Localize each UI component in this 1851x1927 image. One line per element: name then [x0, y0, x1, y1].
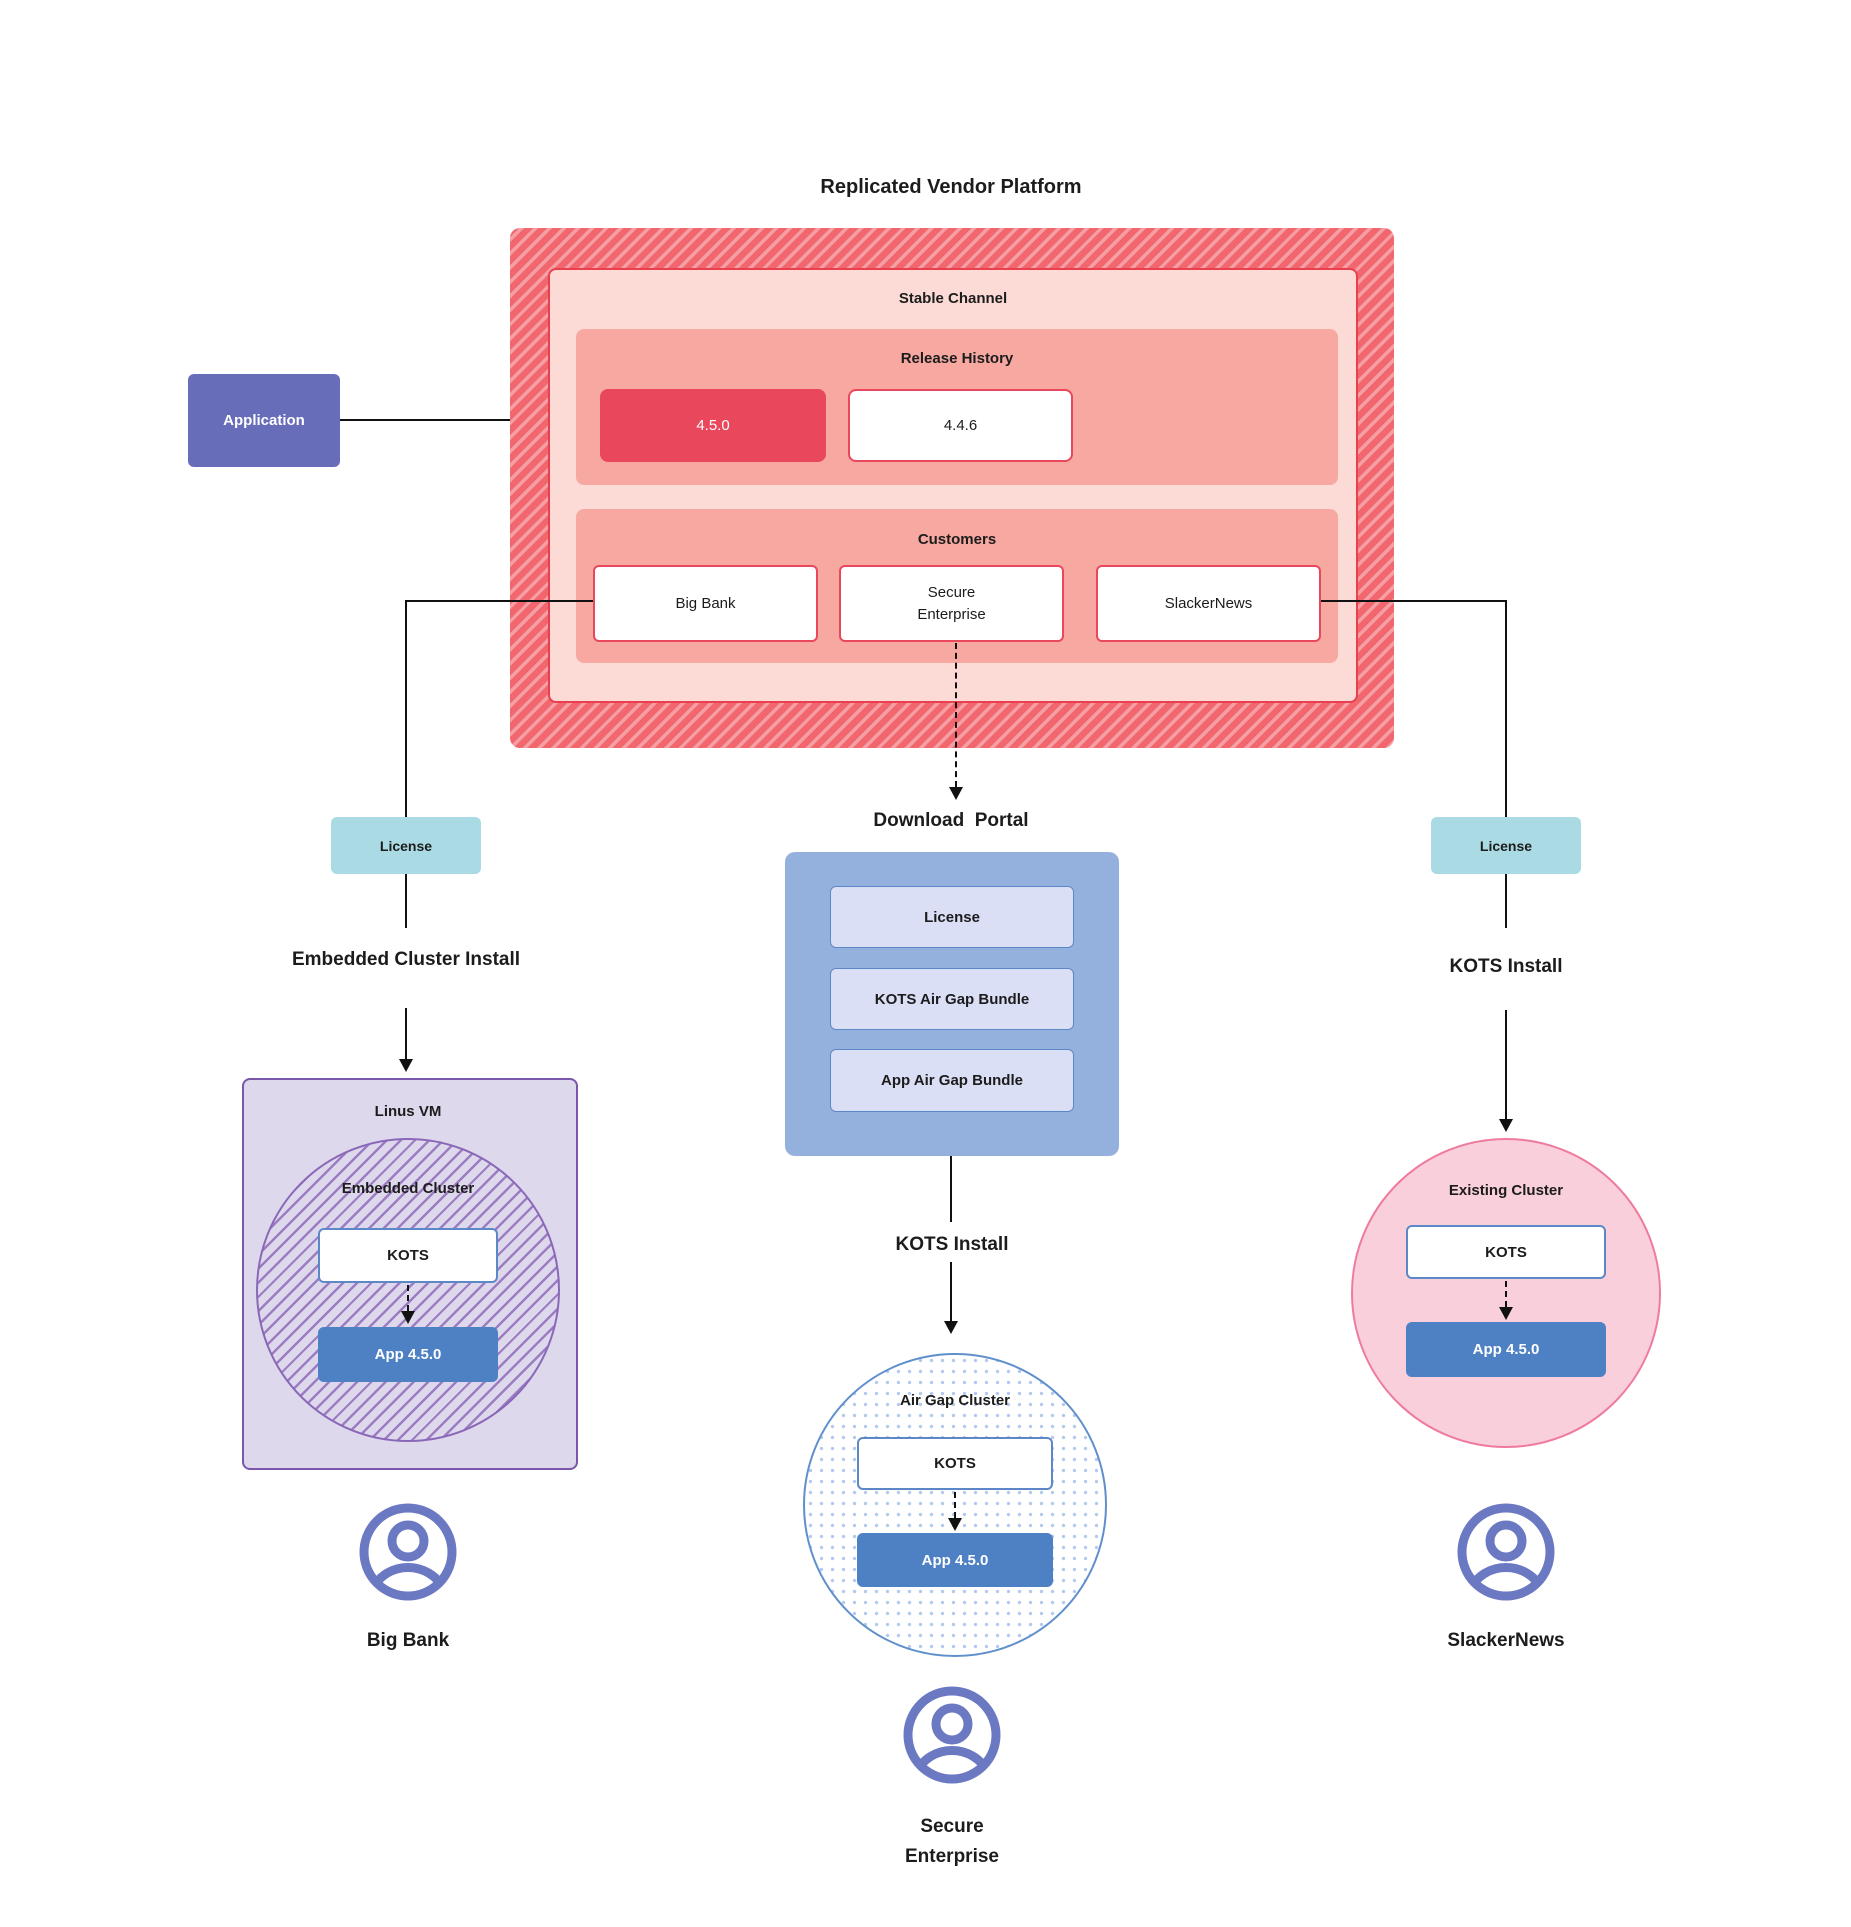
connector-application-line	[340, 419, 586, 421]
customers-label: Customers	[917, 531, 997, 548]
center-kots-box: KOTS	[857, 1437, 1053, 1490]
left-app-box: App 4.5.0	[318, 1327, 498, 1382]
right-kots-box: KOTS	[1406, 1225, 1606, 1279]
left-kots-label: KOTS	[387, 1247, 429, 1264]
secure-enterprise-user-label: Secure Enterprise	[905, 1816, 999, 1867]
portal-kots-bundle-box: KOTS Air Gap Bundle	[830, 968, 1074, 1030]
connector-right-install-arrowhead-icon	[1499, 1119, 1513, 1132]
connector-left-install-line	[405, 1008, 407, 1060]
portal-kots-bundle-label: KOTS Air Gap Bundle	[874, 990, 1030, 1008]
application-box: Application	[188, 374, 340, 467]
right-kots-label: KOTS	[1485, 1243, 1527, 1261]
big-bank-user-icon	[359, 1503, 457, 1601]
slackernews-user-label: SlackerNews	[1447, 1630, 1565, 1651]
right-kots-install-label: KOTS Install	[1449, 956, 1563, 977]
stable-channel-label: Stable Channel	[898, 290, 1008, 307]
center-app-box: App 4.5.0	[857, 1533, 1053, 1587]
linus-vm-label: Linus VM	[374, 1103, 442, 1120]
right-license-box: License	[1431, 817, 1581, 874]
left-kots-box: KOTS	[318, 1228, 498, 1283]
download-portal-title: Download Portal	[873, 810, 1029, 831]
connector-center-install-arrowhead-icon	[944, 1321, 958, 1334]
portal-license-box: License	[830, 886, 1074, 948]
connector-bigbank-horizontal	[406, 600, 593, 602]
release-450-label: 4.5.0	[696, 417, 730, 434]
release-446-box: 4.4.6	[848, 389, 1073, 462]
customer-slackernews-box: SlackerNews	[1096, 565, 1321, 642]
air-gap-cluster-label: Air Gap Cluster	[899, 1392, 1011, 1409]
right-app-box: App 4.5.0	[1406, 1322, 1606, 1377]
customer-secure-enterprise-label: Secure Enterprise	[917, 583, 986, 623]
center-kots-install-label: KOTS Install	[895, 1234, 1009, 1255]
right-app-label: App 4.5.0	[1472, 1341, 1540, 1358]
connector-right-install-line	[1505, 1010, 1507, 1120]
connector-center-kots-app-dashed	[954, 1492, 956, 1518]
connector-left-kots-app-arrowhead-icon	[401, 1311, 415, 1324]
embedded-cluster-label: Embedded Cluster	[341, 1180, 475, 1197]
portal-license-label: License	[924, 908, 980, 926]
connector-slackernews-horizontal	[1321, 600, 1506, 602]
connector-center-install-line	[950, 1262, 952, 1322]
connector-portal-down	[950, 1156, 952, 1222]
center-app-label: App 4.5.0	[921, 1551, 989, 1569]
connector-right-kots-app-arrowhead-icon	[1499, 1307, 1513, 1320]
slackernews-user-icon	[1457, 1503, 1555, 1601]
big-bank-user-label: Big Bank	[366, 1630, 450, 1651]
customer-big-bank-box: Big Bank	[593, 565, 818, 642]
center-kots-label: KOTS	[934, 1455, 976, 1472]
application-label: Application	[223, 412, 305, 429]
connector-left-install-arrowhead-icon	[399, 1059, 413, 1072]
connector-secure-dashed	[955, 643, 957, 787]
left-license-box: License	[331, 817, 481, 874]
release-history-label: Release History	[900, 350, 1014, 367]
left-app-label: App 4.5.0	[374, 1346, 442, 1363]
diagram-title: Replicated Vendor Platform	[820, 176, 1082, 198]
existing-cluster-label: Existing Cluster	[1448, 1182, 1564, 1199]
connector-left-license-down	[405, 874, 407, 928]
release-446-label: 4.4.6	[943, 417, 978, 434]
connector-bigbank-vertical	[405, 600, 407, 817]
customer-secure-enterprise-box: Secure Enterprise	[839, 565, 1064, 642]
connector-secure-dashed-arrowhead-icon	[949, 787, 963, 800]
connector-right-kots-app-dashed	[1505, 1281, 1507, 1307]
portal-app-bundle-label: App Air Gap Bundle	[881, 1072, 1023, 1089]
customer-big-bank-label: Big Bank	[675, 595, 736, 612]
embedded-cluster-install-label: Embedded Cluster Install	[291, 949, 521, 970]
connector-slackernews-vertical	[1505, 600, 1507, 817]
portal-app-bundle-box: App Air Gap Bundle	[830, 1049, 1074, 1112]
release-450-box: 4.5.0	[600, 389, 826, 462]
connector-right-license-down	[1505, 874, 1507, 928]
connector-left-kots-app-dashed	[407, 1285, 409, 1311]
secure-enterprise-user-icon	[903, 1686, 1001, 1784]
air-gap-cluster-circle	[803, 1353, 1107, 1657]
right-license-label: License	[1479, 837, 1533, 854]
customer-slackernews-label: SlackerNews	[1164, 595, 1253, 612]
left-license-label: License	[379, 837, 433, 854]
connector-center-kots-app-arrowhead-icon	[948, 1518, 962, 1531]
